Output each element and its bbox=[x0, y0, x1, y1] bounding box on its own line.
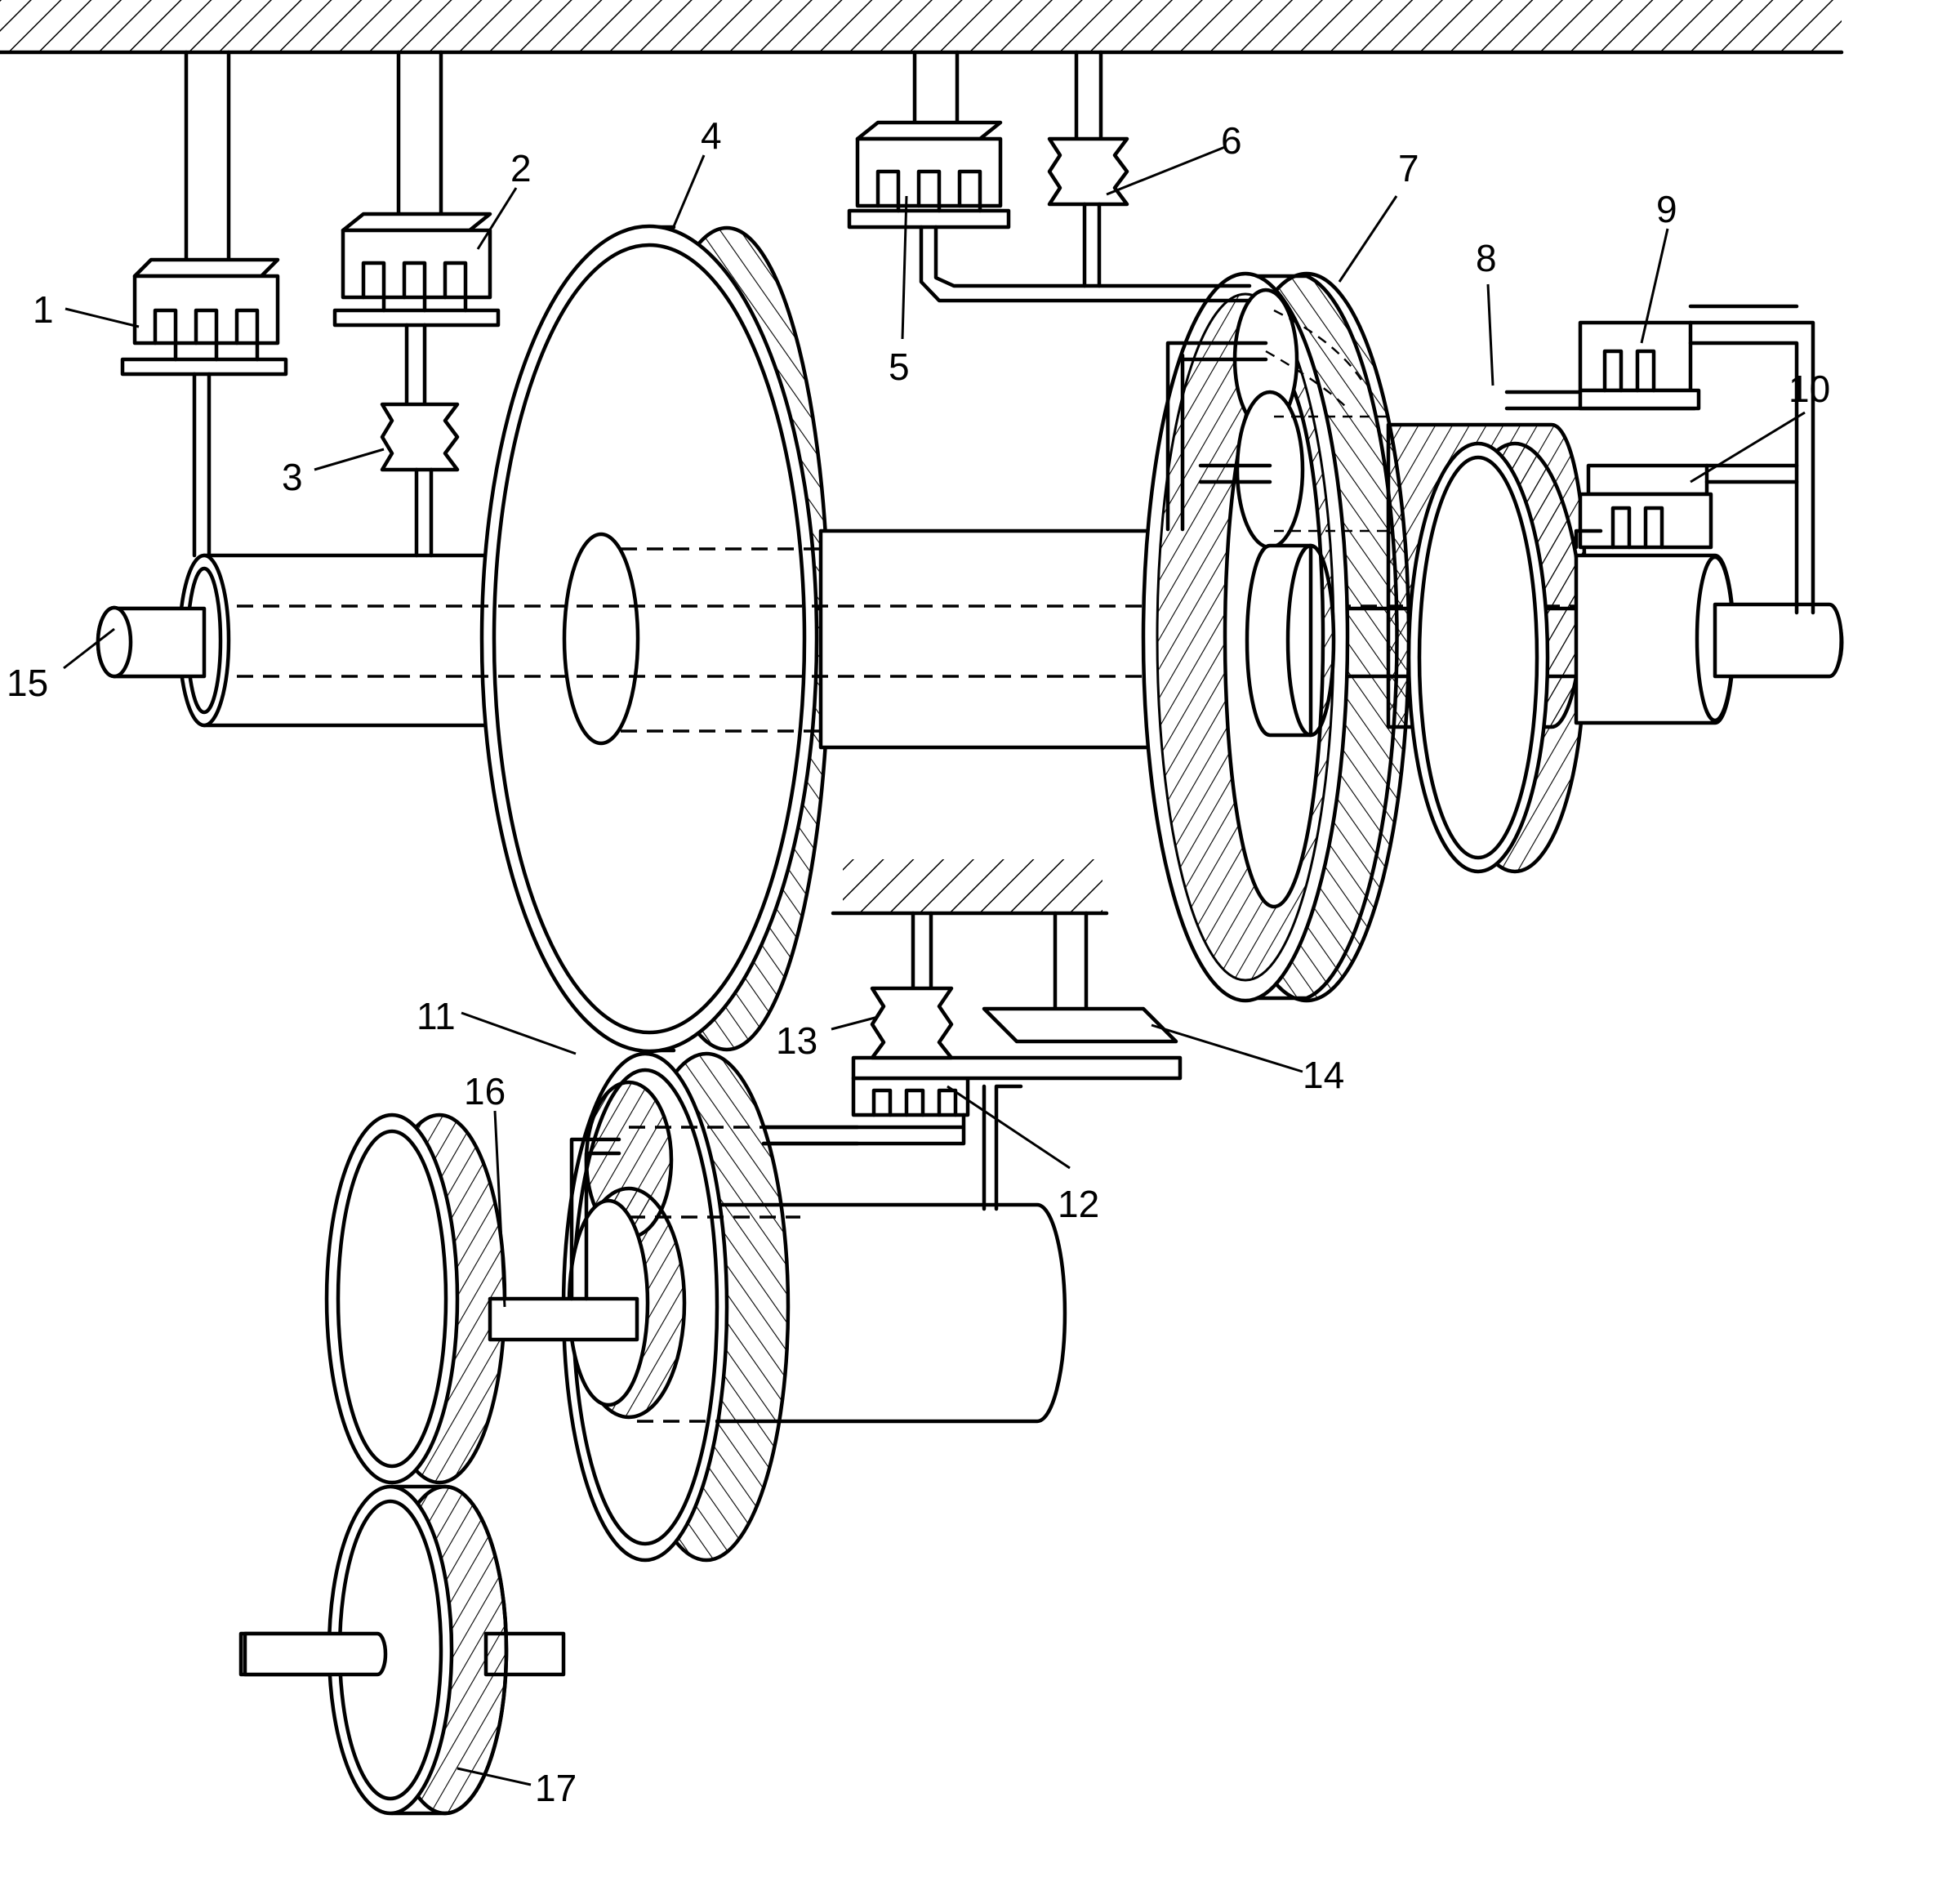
lower-planetary-set bbox=[488, 1051, 1067, 1563]
label-13: 13 bbox=[776, 1019, 817, 1062]
clutch-1 bbox=[120, 257, 288, 558]
label-2: 2 bbox=[510, 147, 532, 190]
brake-band-14 bbox=[982, 1006, 1178, 1044]
label-4: 4 bbox=[701, 114, 722, 157]
label-14: 14 bbox=[1303, 1054, 1344, 1096]
shaft-right bbox=[1574, 553, 1843, 725]
gear-4 bbox=[479, 224, 831, 1054]
label-11: 11 bbox=[416, 995, 456, 1037]
label-6: 6 bbox=[1221, 119, 1242, 162]
clutch-9 bbox=[1504, 304, 1815, 615]
clutch-12 bbox=[761, 1055, 1183, 1211]
one-way-clutch-6 bbox=[1047, 136, 1129, 288]
label-12: 12 bbox=[1058, 1183, 1099, 1225]
label-16: 16 bbox=[464, 1070, 506, 1113]
label-1: 1 bbox=[33, 288, 54, 331]
clutch-5 bbox=[847, 120, 1252, 303]
part-labels: 1 2 3 4 5 6 7 8 9 10 11 12 13 14 15 16 1… bbox=[7, 114, 1830, 1809]
leader-lines bbox=[63, 145, 1806, 1786]
label-15: 15 bbox=[7, 662, 48, 704]
supports bbox=[184, 50, 1103, 1015]
label-17: 17 bbox=[535, 1767, 577, 1809]
ground-middle bbox=[831, 859, 1109, 916]
gear-8 bbox=[1265, 309, 1587, 874]
label-5: 5 bbox=[889, 346, 910, 388]
output-gear-17 bbox=[238, 1484, 566, 1816]
label-9: 9 bbox=[1656, 188, 1677, 230]
clutch-10 bbox=[1574, 463, 1799, 550]
one-way-clutch-3 bbox=[380, 402, 460, 558]
clutch-2 bbox=[332, 212, 501, 407]
ground-top bbox=[0, 0, 1844, 55]
sun-hub bbox=[1245, 543, 1336, 738]
label-8: 8 bbox=[1476, 237, 1497, 279]
label-3: 3 bbox=[282, 456, 303, 498]
one-way-clutch-13 bbox=[870, 986, 954, 1060]
label-10: 10 bbox=[1788, 368, 1830, 410]
gear-16-side bbox=[324, 1113, 507, 1485]
label-7: 7 bbox=[1398, 147, 1419, 190]
